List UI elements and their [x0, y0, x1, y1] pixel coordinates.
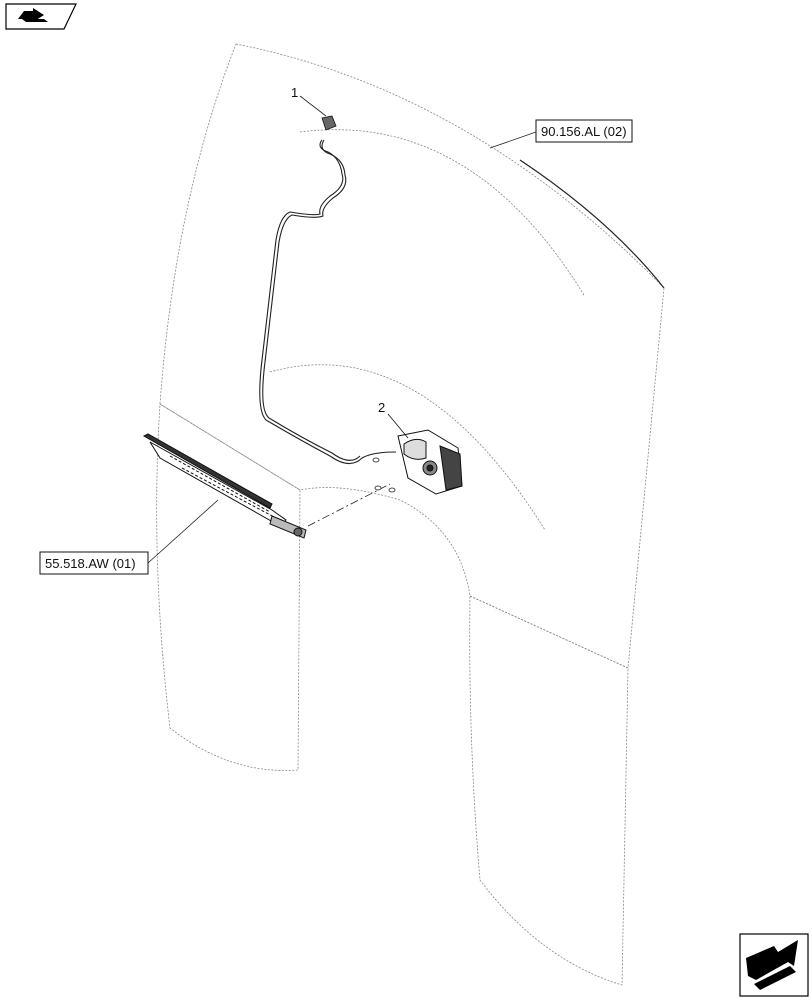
book-arrow-icon[interactable]	[5, 3, 77, 30]
next-page-arrow-icon[interactable]	[739, 933, 809, 997]
washer-nozzle	[299, 95, 337, 131]
wiper-arm-blade	[142, 433, 307, 539]
callout-2: 2	[378, 400, 385, 415]
callout-1: 1	[291, 85, 298, 100]
cab-front-edge	[519, 159, 665, 289]
washer-hose	[259, 139, 397, 465]
mount-bolts	[372, 457, 396, 493]
reference-cab[interactable]: 90.156.AL (02)	[489, 119, 633, 149]
wiper-motor	[387, 413, 463, 495]
reference-wiper[interactable]: 55.518.AW (01)	[39, 499, 219, 575]
reference-wiper-label: 55.518.AW (01)	[45, 556, 136, 571]
cab-outline	[156, 43, 665, 986]
reference-cab-label: 90.156.AL (02)	[541, 124, 627, 139]
connection-line	[307, 483, 391, 527]
